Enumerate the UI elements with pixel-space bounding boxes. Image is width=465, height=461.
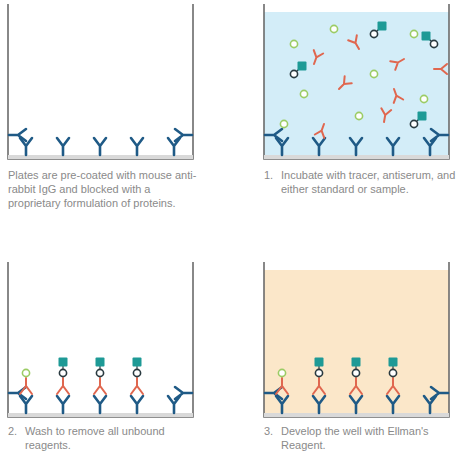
capture-antibody [265,129,282,141]
well [264,4,449,159]
capture-antibody [387,396,399,413]
capture-antibody [57,138,69,155]
tracer [290,62,306,78]
step-number: 3. [264,424,280,438]
capture-antibody [131,138,143,155]
antiserum-antibody [387,378,399,394]
antiserum-antibody [315,122,329,138]
sample-analyte [300,90,307,97]
capture-antibody [313,396,325,413]
antiserum-antibody [390,55,406,70]
capture-antibody [387,138,399,155]
tracer [315,358,324,377]
sample-analyte [370,70,377,77]
capture-antibody [350,396,362,413]
well [8,262,193,417]
antiserum-antibody [276,378,288,394]
well [8,4,193,159]
antiserum-antibody [434,64,447,74]
antiserum-antibody [131,378,143,394]
well-liquid [264,12,449,159]
sample-analyte [290,40,297,47]
antiserum-antibody [94,378,106,394]
tracer [133,358,142,377]
capture-antibody [431,129,448,141]
capture-antibody [9,129,26,141]
antiserum-antibody [309,50,323,66]
capture-antibody [131,396,143,413]
capture-antibody [175,129,192,141]
step-caption: Develop the well with Ellman's Reagent. [281,424,459,452]
tracer [352,358,361,377]
antiserum-antibody [335,76,351,92]
antiserum-antibody [313,378,325,394]
sample-analyte [355,112,362,119]
step-number: 1. [264,168,280,182]
tracer [422,32,438,48]
antiserum-antibody [57,378,69,394]
capture-antibody [94,396,106,413]
sample-analyte [278,369,285,376]
sample-analyte [410,30,417,37]
capture-antibody [350,138,362,155]
antiserum-antibody [348,35,363,51]
tracer [59,358,68,377]
antiserum-antibody [350,378,362,394]
tracer [370,22,386,38]
tracer [96,358,105,377]
sample-analyte [22,369,29,376]
capture-antibody [94,138,106,155]
step-caption: Plates are pre-coated with mouse anti-ra… [8,168,203,210]
antiserum-antibody [20,378,32,394]
sample-analyte [280,120,287,127]
sample-analyte [330,25,337,32]
antiserum-antibody [379,108,391,123]
tracer [410,112,426,128]
tracer [389,358,398,377]
step-caption: Incubate with tracer, antiserum, and eit… [281,168,459,196]
antiserum-antibody [389,87,403,103]
step-number: 2. [8,424,24,438]
capture-antibody [431,387,448,399]
well-liquid [264,270,449,417]
capture-antibody [313,138,325,155]
sample-analyte [420,95,427,102]
step-caption: Wash to remove all unbound reagents. [25,424,203,452]
capture-antibody [57,396,69,413]
capture-antibody [175,387,192,399]
well [264,262,449,417]
